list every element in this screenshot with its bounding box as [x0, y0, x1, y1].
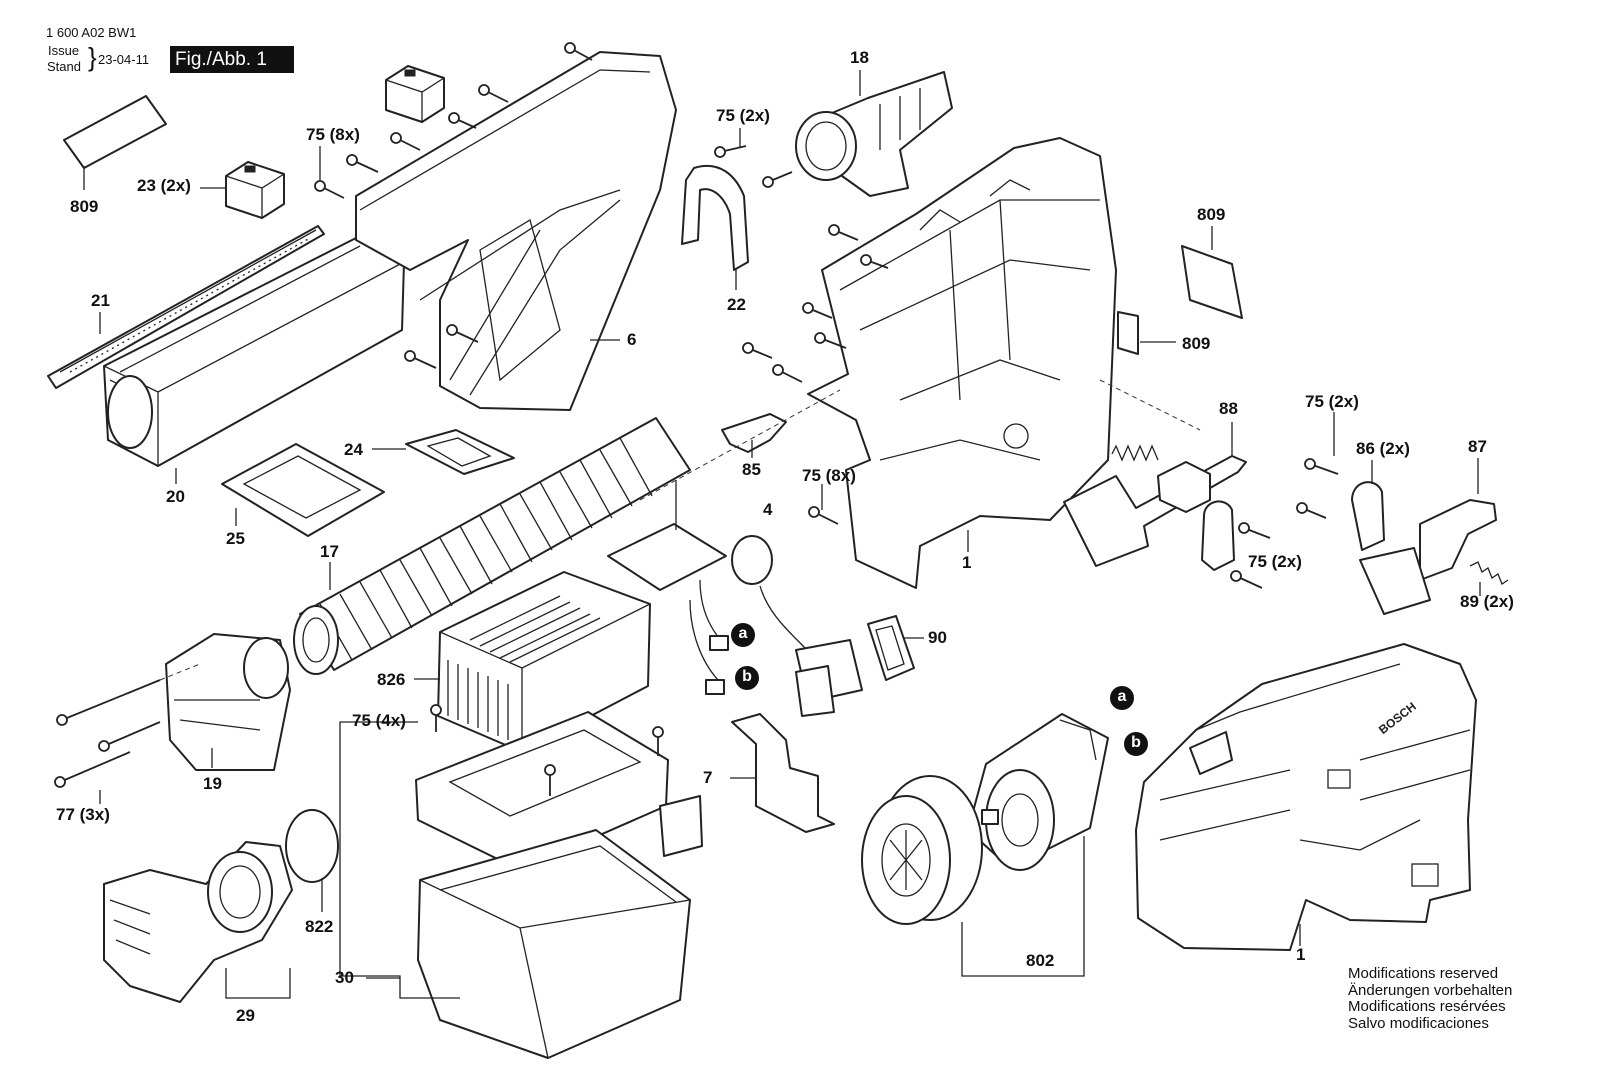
part-19-nozzle: [165, 633, 291, 771]
note-line: Modifications reserved: [1348, 965, 1499, 982]
callout-75-2x-right: 75 (2x): [1305, 392, 1359, 411]
part-88-lever: [1063, 444, 1247, 567]
note-line: Salvo modificaciones: [1348, 1014, 1489, 1032]
callout-86: 86 (2x): [1356, 439, 1410, 458]
callout-75-4x: 75 (4x): [352, 711, 406, 730]
callout-809-right: 809: [1182, 334, 1211, 353]
callout-24: 24: [344, 440, 363, 459]
screws-75-group-a: [314, 42, 593, 369]
callout-1-motor-housing: 1: [1296, 945, 1306, 964]
callout-802: 802: [1026, 951, 1055, 970]
part-18-suction-adapter: [795, 71, 953, 197]
callout-23: 23 (2x): [137, 176, 191, 195]
stand-label: Stand: [47, 59, 81, 74]
part-23-clamp: [225, 65, 445, 219]
part-25-filter-seal: [221, 443, 385, 537]
callout-7: 7: [703, 768, 713, 787]
part-85-button: [721, 413, 787, 453]
callout-75-8x-top: 75 (8x): [306, 125, 360, 144]
callout-75-2x-lever: 75 (2x): [1248, 552, 1302, 571]
marker-a-electronics: a: [731, 623, 755, 647]
callout-85: 85: [742, 460, 761, 479]
callout-29: 29: [236, 1006, 255, 1025]
callout-809-right-top: 809: [1197, 205, 1226, 224]
callout-30: 30: [335, 968, 354, 987]
callout-77: 77 (3x): [56, 805, 110, 824]
callout-6: 6: [627, 330, 637, 349]
part-21-scale: [47, 225, 325, 389]
callout-1-housing: 1: [962, 553, 972, 572]
callout-88: 88: [1219, 399, 1238, 418]
part-filter-frame: [415, 704, 703, 871]
callout-90: 90: [928, 628, 947, 647]
part-809-label-left: [63, 95, 167, 169]
screws-75-group-b: [742, 224, 889, 525]
callout-87: 87: [1468, 437, 1487, 456]
callout-75-8x-right: 75 (8x): [802, 466, 856, 485]
callout-89: 89 (2x): [1460, 592, 1514, 611]
callout-18: 18: [850, 48, 869, 67]
note-line: Modifications resérvées: [1348, 998, 1506, 1015]
issue-label: Issue: [48, 43, 80, 58]
marker-b-electronics: b: [735, 666, 759, 690]
callout-822: 822: [305, 917, 334, 936]
note-line: Änderungen vorbehalten: [1348, 981, 1513, 999]
part-20-extension-tube: [103, 237, 405, 467]
screws-75-group-c: [1230, 458, 1339, 589]
part-22-clip: [681, 145, 793, 271]
figure-label: Fig./Abb. 1: [170, 46, 294, 73]
marker-a-motor: a: [1110, 686, 1134, 710]
part-17-bellows: [293, 417, 691, 675]
part-6-arm-frame: [355, 51, 677, 411]
callout-21: 21: [91, 291, 110, 310]
part-90-seal: [867, 615, 915, 681]
part-802-fan: [861, 775, 983, 925]
screws-77: [54, 663, 201, 788]
part-24-gasket: [405, 429, 515, 475]
part-86-87-switch: [1201, 481, 1509, 615]
part-1-main-housing: [807, 137, 1117, 589]
part-802-motor: [967, 713, 1109, 871]
marker-b-motor: b: [1124, 732, 1148, 756]
modification-notes: Modifications reserved Änderungen vorbeh…: [1348, 965, 1513, 1032]
part-809-labels-right: [1117, 245, 1243, 355]
issue-brace: }: [88, 42, 97, 72]
issue-date: 23-04-11: [98, 52, 150, 67]
part-826-filter: [437, 571, 651, 753]
callout-19: 19: [203, 774, 222, 793]
callout-809-left: 809: [70, 197, 99, 216]
leader-lines: [83, 70, 1481, 999]
callout-826: 826: [377, 670, 406, 689]
part-30-dust-box: [417, 829, 691, 1059]
part-7-plate: [731, 713, 835, 833]
part-4-electronics-module: [607, 523, 863, 717]
callout-17: 17: [320, 542, 339, 561]
callout-22: 22: [727, 295, 746, 314]
callout-20: 20: [166, 487, 185, 506]
callout-75-2x-clip: 75 (2x): [716, 106, 770, 125]
callout-25: 25: [226, 529, 245, 548]
part-1-motor-housing: [1135, 643, 1477, 951]
document-number: 1 600 A02 BW1: [46, 25, 137, 40]
part-822-disc: [285, 809, 339, 883]
callout-4: 4: [763, 500, 773, 519]
part-29-adapter: [103, 841, 293, 1003]
